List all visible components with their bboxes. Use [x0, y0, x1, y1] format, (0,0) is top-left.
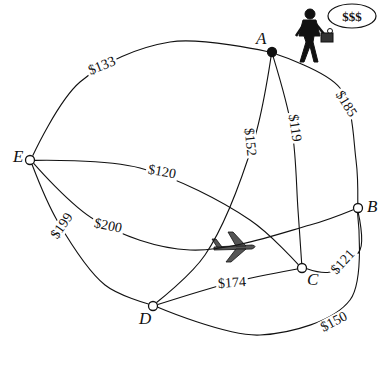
- city-node: C: [297, 263, 307, 273]
- fare-label: $121: [327, 245, 359, 278]
- fare-label: $152: [241, 125, 258, 158]
- route-line: [158, 213, 360, 335]
- city-node: A: [267, 47, 277, 57]
- city-dot: [353, 203, 363, 213]
- city-dot: [25, 155, 35, 165]
- city-node: E: [25, 155, 35, 165]
- route-line: [32, 165, 148, 304]
- bubble-text: $$$: [342, 10, 362, 23]
- route-line: [34, 163, 354, 250]
- fare-label: $200: [91, 216, 125, 236]
- fare-label: $119: [286, 111, 304, 144]
- city-dot: [267, 47, 277, 57]
- city-node: D: [148, 301, 158, 311]
- city-letter: C: [307, 271, 318, 288]
- fare-label: $174: [216, 275, 249, 291]
- salesman-figure: [296, 9, 333, 62]
- fare-label: $133: [85, 54, 120, 79]
- city-node: B: [353, 203, 363, 213]
- fare-label: $120: [145, 162, 179, 181]
- speech-bubble: [328, 4, 376, 28]
- city-letter: B: [367, 198, 377, 215]
- fare-label: $199: [47, 209, 77, 243]
- fare-label: $185: [332, 87, 361, 122]
- route-line: [33, 41, 267, 156]
- route-line: [158, 269, 297, 305]
- city-letter: D: [139, 310, 151, 327]
- city-letter: E: [13, 148, 23, 165]
- city-letter: A: [256, 30, 266, 47]
- city-dot: [297, 263, 307, 273]
- airplane-icon: [212, 232, 255, 262]
- fare-label: $150: [317, 308, 352, 335]
- route-line: [276, 54, 357, 203]
